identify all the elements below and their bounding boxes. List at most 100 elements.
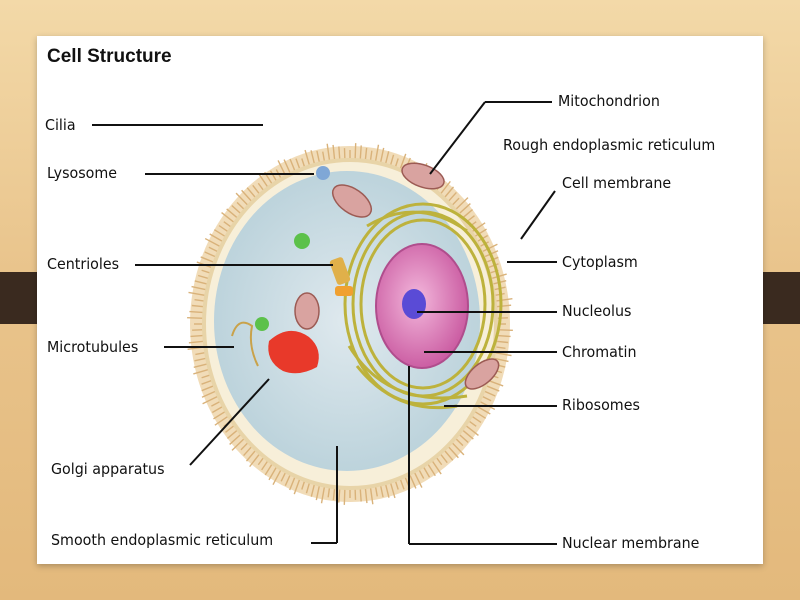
cilium-hair [264, 462, 274, 476]
rough-er-shape [343, 202, 503, 410]
cilium-hair [293, 477, 301, 495]
cilium-hair [214, 415, 230, 426]
cell-diagram [92, 101, 557, 545]
label-microtubules: Microtubules [47, 338, 139, 356]
microtubules-shape [231, 321, 259, 367]
cilium-hair [443, 186, 455, 199]
cilium-hair [461, 428, 474, 440]
cilium-hair [211, 405, 224, 414]
cilium-hair [202, 395, 220, 405]
cilium-hair [458, 433, 469, 443]
cilium-hair [194, 280, 209, 286]
page-title: Cell Structure [47, 46, 172, 67]
cilium-hair [268, 465, 278, 481]
cilium-hair [269, 170, 278, 183]
cilium-hair [213, 410, 227, 420]
diagram-card: Cell Structure [37, 36, 763, 564]
cilium-hair [310, 150, 316, 166]
cilium-hair [476, 405, 491, 415]
mitochondria-shapes [294, 162, 500, 390]
cilium-hair [470, 222, 486, 233]
cilium-hair [384, 151, 390, 166]
cilium-hair [193, 362, 209, 368]
cilium-hair [338, 146, 341, 161]
cilium-hair [473, 228, 487, 238]
cilium-hair [454, 197, 469, 211]
cilium-hair [235, 192, 250, 207]
cilium-hair [241, 189, 253, 203]
cilium-hair [284, 473, 292, 486]
cilium-hair [209, 233, 224, 243]
cilium-hair [193, 368, 210, 375]
nucleolus-shape [402, 289, 426, 319]
cilium-hair [204, 251, 217, 258]
cilium-hair [443, 449, 454, 461]
lysosome-shape [316, 166, 330, 180]
cilium-hair [332, 487, 336, 501]
cilium-hair [408, 473, 417, 489]
cilium-hair [369, 486, 374, 505]
cilium-hair [231, 205, 242, 215]
label-ribosomes: Ribosomes [562, 396, 640, 414]
cilium-hair [426, 462, 436, 477]
cilium-hair [231, 437, 246, 451]
cilium-hair [246, 187, 257, 199]
label-cell-membrane: Cell membrane [562, 174, 672, 192]
cilium-hair [226, 208, 239, 220]
cilium-hair [495, 340, 509, 344]
cilium-hair [379, 147, 385, 164]
cilium-hair [283, 159, 292, 175]
cilium-hair [201, 384, 215, 392]
cilium-hair [304, 149, 311, 167]
label-smooth-er: Smooth endoplasmic reticulum [51, 531, 274, 549]
cilium-hair [364, 147, 368, 161]
label-golgi-apparatus: Golgi apparatus [51, 460, 165, 478]
cilium-hair [464, 424, 479, 436]
cilium-hair [389, 481, 396, 499]
cilium-hair [384, 482, 390, 498]
cilium-hair [359, 487, 362, 502]
cilium-hair [289, 475, 296, 491]
cilium-hair [439, 180, 451, 196]
cilium-hair [447, 445, 459, 459]
cilium-hair [450, 441, 465, 456]
cilium-hair [221, 212, 236, 224]
cilium-hair [249, 452, 261, 468]
cilium-hair [200, 256, 215, 264]
cilium-hair [473, 410, 487, 419]
cilium-hair [458, 203, 471, 215]
label-cilia: Cilia [45, 116, 76, 134]
golgi-shape [268, 330, 319, 374]
leader-lines [92, 101, 557, 545]
cilium-hair [201, 390, 217, 398]
cilium-hair [229, 433, 242, 445]
cilium-hair [226, 428, 239, 439]
cilium-hair [245, 449, 257, 462]
cilium-hair [326, 143, 331, 162]
cilium-hair [447, 191, 457, 203]
label-centrioles: Centrioles [47, 255, 120, 273]
cilium-hair [213, 229, 227, 238]
cilium-hair [190, 334, 205, 338]
cilium-hair [188, 340, 205, 344]
cilium-hair [413, 471, 423, 488]
centrioles-shape [329, 257, 353, 296]
cilium-hair [422, 465, 431, 478]
cilium-hair [494, 297, 513, 302]
cilium-hair [191, 304, 205, 308]
cilium-hair [399, 153, 407, 171]
cilium-hair [343, 487, 346, 505]
cilium-hair [191, 285, 208, 291]
cilium-hair [187, 316, 205, 319]
label-cytoplasm: Cytoplasm [562, 253, 638, 271]
label-lysosome: Lysosome [47, 164, 118, 182]
cilium-hair [258, 173, 269, 189]
cilium-hair [354, 143, 357, 161]
cilium-hair [338, 487, 341, 503]
cilium-hair [492, 357, 509, 363]
label-chromatin: Chromatin [562, 343, 637, 361]
cilium-hair [194, 357, 208, 362]
cilium-hair [483, 390, 496, 397]
label-nuclear-membrane: Nuclear membrane [562, 534, 700, 552]
green-vesicle-2 [255, 317, 269, 331]
